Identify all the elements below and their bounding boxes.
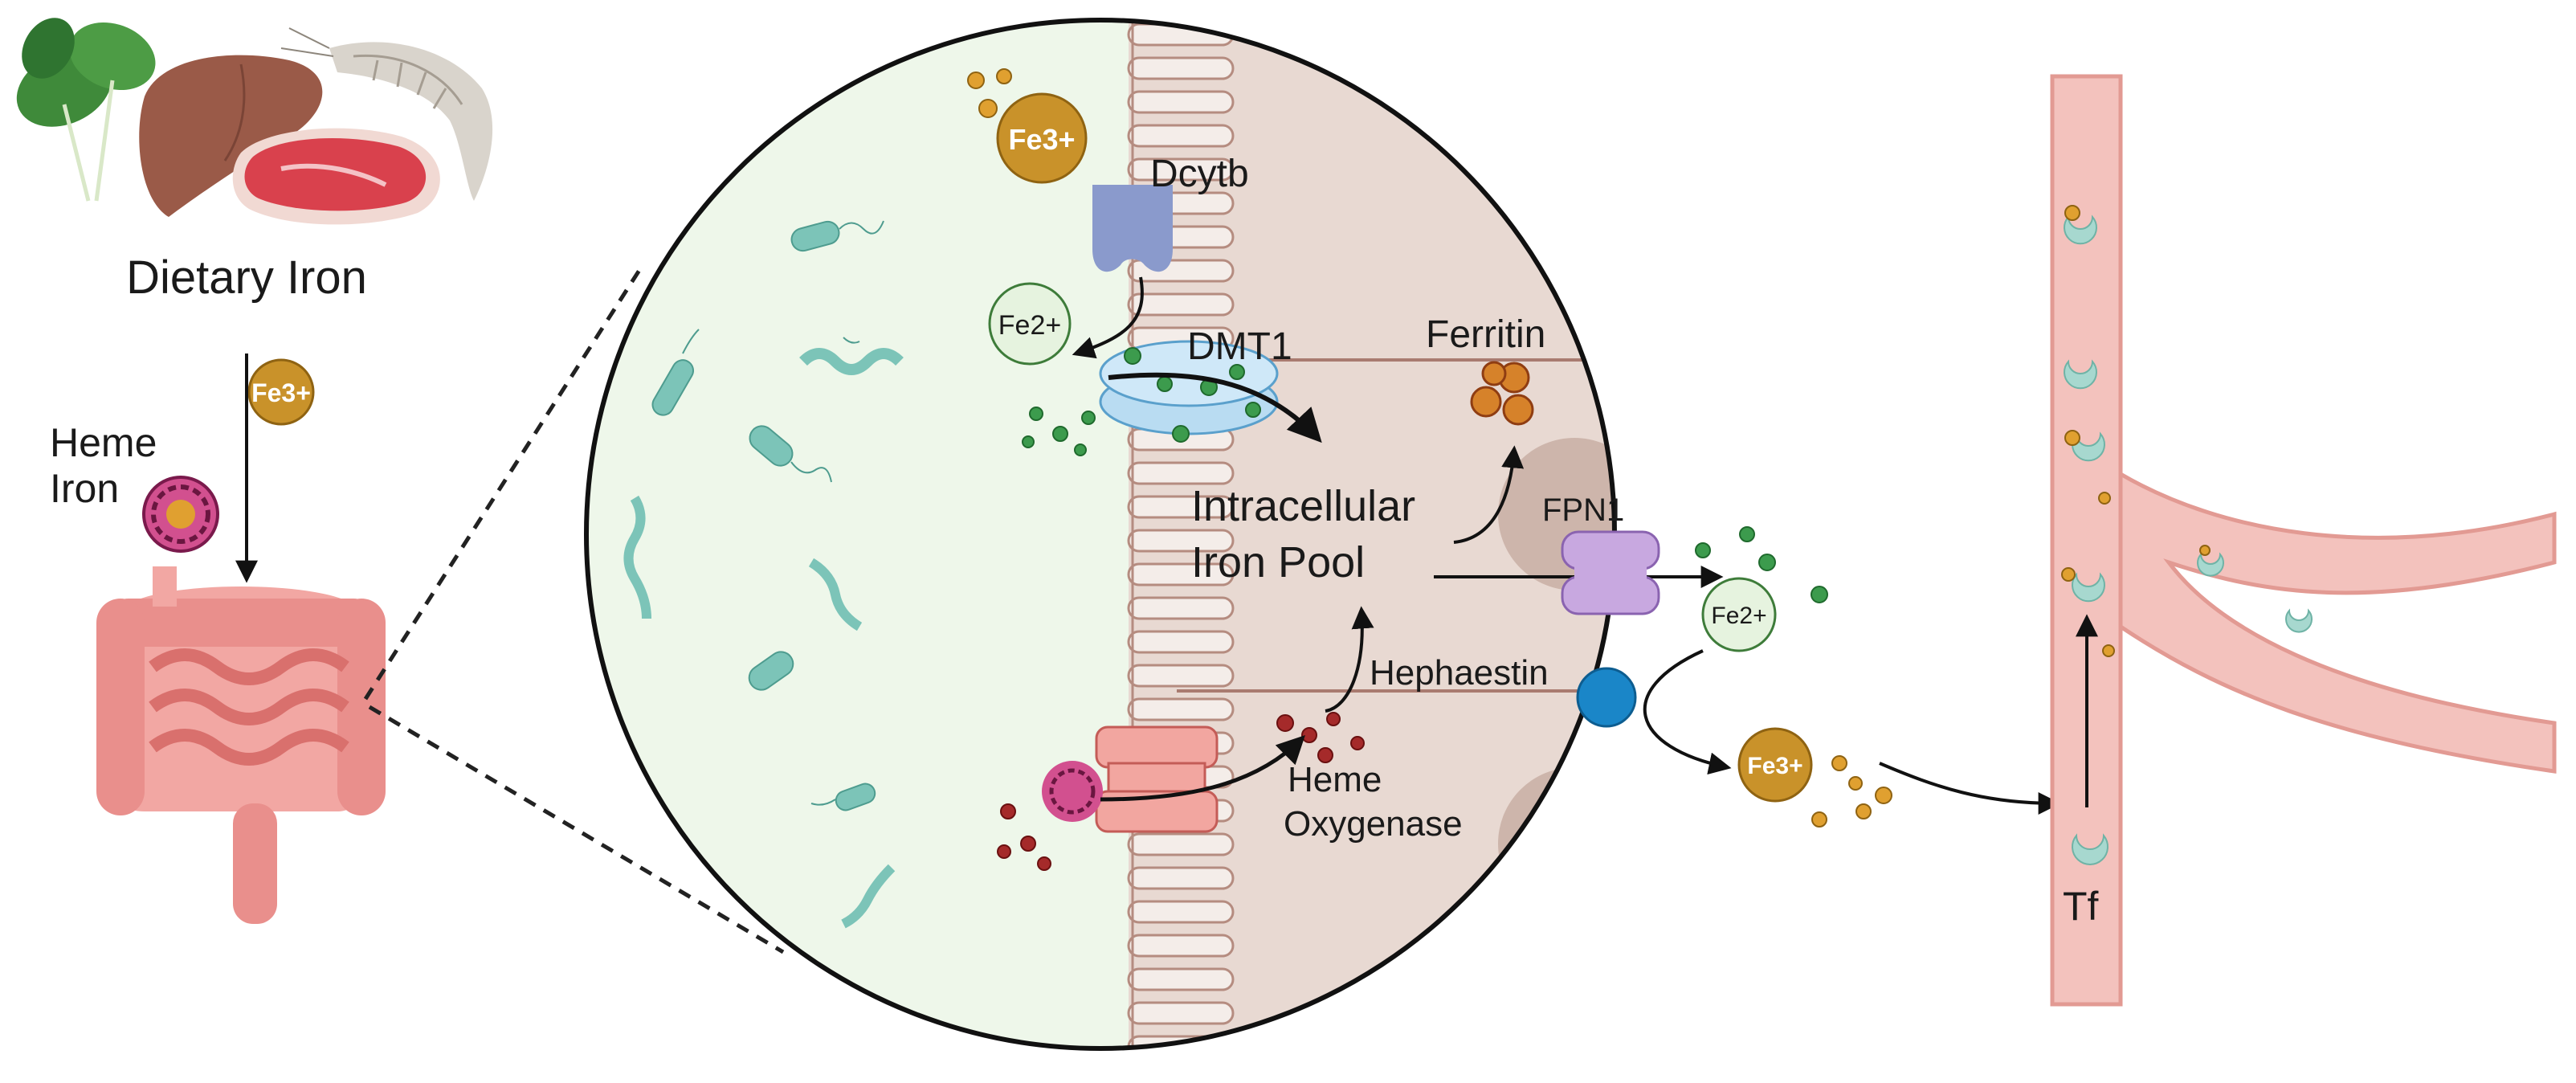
intestine-icon — [96, 566, 386, 924]
heme-iron-label-line1: Heme — [50, 420, 157, 465]
iron-pool-label-line1: Intracellular — [1191, 482, 1415, 530]
dmt1-transport-arrow — [1108, 372, 1322, 443]
transferrin-bound-iron — [2061, 205, 2211, 657]
dcytb-protein — [1092, 185, 1173, 272]
heme-particles — [997, 712, 1365, 871]
svg-text:Fe3+: Fe3+ — [251, 378, 311, 407]
blood-vessel — [2050, 74, 2557, 1007]
svg-text:Fe3+: Fe3+ — [1008, 123, 1075, 156]
fe2-blood-ion: Fe2+ — [1701, 577, 1777, 652]
oxidation-arrow — [1643, 649, 1732, 775]
hephaestin-protein — [1576, 667, 1637, 728]
fe3-blood-particles — [1811, 755, 1892, 828]
ferritin-storage-arrow — [1453, 445, 1525, 544]
microvillus — [1127, 529, 1235, 553]
shrimp-icon — [280, 27, 493, 201]
heme-transporter — [1095, 725, 1219, 833]
transferrin-molecules — [2064, 215, 2313, 865]
microvillus — [1127, 832, 1235, 856]
microvillus — [1127, 664, 1235, 688]
microvillus — [1127, 495, 1235, 519]
heme-molecule-icon — [142, 476, 219, 553]
dcytb-label: Dcytb — [1150, 153, 1249, 195]
iron-pool-label-line2: Iron Pool — [1191, 538, 1365, 586]
fe3-particles — [967, 68, 1012, 118]
dietary-iron-title: Dietary Iron — [126, 251, 367, 304]
fpn1-label: FPN1 — [1542, 492, 1624, 528]
fe3-dietary-ion: Fe3+ — [247, 358, 315, 426]
heme-oxygenase-label-line2: Oxygenase — [1284, 804, 1463, 844]
gut-bacteria — [623, 220, 904, 929]
fe3-blood-ion: Fe3+ — [1737, 727, 1813, 803]
microvillus — [1127, 56, 1235, 80]
ferritin-label: Ferritin — [1426, 313, 1545, 356]
fe3-lumen-ion: Fe3+ — [996, 92, 1088, 184]
microvillus — [1127, 630, 1235, 654]
dmt1-label: DMT1 — [1187, 325, 1292, 368]
spinach-icon — [16, 18, 156, 202]
cell-nucleus — [1498, 767, 1615, 920]
svg-text:Fe3+: Fe3+ — [1747, 753, 1802, 779]
dcytb-reduction-arrow — [1072, 276, 1144, 359]
enterocyte-zoom-circle — [584, 18, 1617, 1051]
svg-text:Fe2+: Fe2+ — [998, 310, 1061, 341]
svg-text:Fe2+: Fe2+ — [1711, 603, 1766, 629]
fe2-lumen-ion: Fe2+ — [988, 282, 1072, 366]
microvillus — [1127, 124, 1235, 148]
microvillus — [1127, 292, 1235, 317]
fpn1-transporter — [1561, 530, 1660, 615]
heme-to-pool-arrow — [1325, 606, 1374, 713]
microvillus — [1127, 90, 1235, 114]
microvillus — [1127, 157, 1235, 182]
microvillus — [1127, 596, 1235, 620]
microvillus — [1127, 866, 1235, 890]
microvillus — [1127, 461, 1235, 485]
to-blood-arrow — [1879, 762, 2061, 815]
heme-transport-arrow — [1100, 735, 1305, 802]
liver-icon — [139, 55, 323, 217]
heme-lumen-molecule — [1042, 761, 1103, 822]
microvillus — [1127, 697, 1235, 721]
microvillus — [1127, 900, 1235, 924]
microvillus — [1127, 562, 1235, 586]
heme-oxygenase-label-line1: Heme — [1288, 760, 1382, 799]
hephaestin-label: Hephaestin — [1370, 653, 1549, 693]
fe2-particles — [1022, 347, 1261, 456]
steak-icon — [232, 128, 440, 225]
microvillus — [1127, 934, 1235, 958]
dietary-food-illustration: Dietary Iron — [16, 18, 493, 304]
zoom-line-top — [363, 264, 645, 701]
heme-iron-label-line2: Iron — [50, 466, 119, 511]
zoom-line-bottom — [368, 705, 785, 954]
transferrin-label: Tf — [2063, 884, 2099, 929]
microvillus — [1127, 967, 1235, 991]
fe2-export-particles — [1695, 526, 1828, 603]
microvillus — [1127, 1001, 1235, 1025]
ferritin-icon — [1470, 361, 1534, 426]
